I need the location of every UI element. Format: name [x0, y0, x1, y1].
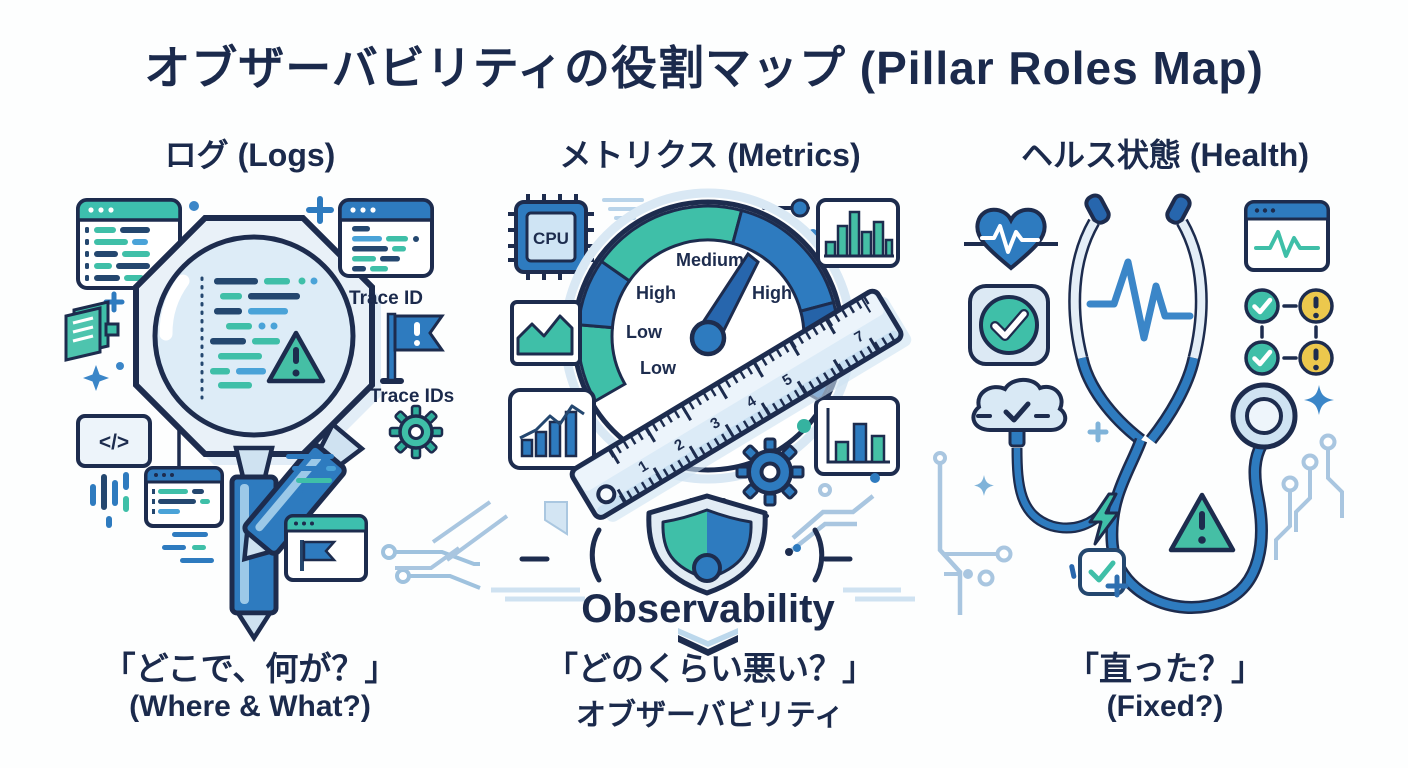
dot	[785, 548, 793, 556]
magnifier-icon	[133, 215, 381, 643]
cpu-chip-icon: CPU	[508, 194, 594, 280]
gear-icon	[388, 404, 444, 460]
ecg-window	[1244, 200, 1330, 272]
status-grid	[1244, 288, 1334, 376]
health-illustration	[944, 193, 1344, 614]
logs-caption-en: (Where & What?)	[129, 690, 371, 723]
metrics-caption-jp: 「どのくらい悪い？」	[545, 650, 875, 687]
metrics-illustration: CPU Medium High High	[508, 188, 912, 522]
logs-column-header: ログ (Logs)	[164, 137, 336, 173]
gauge-label-high-right: High	[752, 283, 792, 303]
logs-caption-jp: 「どこで、何が？」	[102, 650, 398, 687]
plus-sign	[306, 196, 334, 224]
log-book-icon	[64, 300, 120, 362]
shield-icon	[646, 493, 768, 596]
warning-triangle-icon	[1168, 492, 1236, 553]
health-caption-en: (Fixed?)	[1106, 690, 1224, 723]
alert-flag-icon	[380, 312, 445, 384]
circuit-node	[818, 483, 832, 497]
gauge-label-low-upper: Low	[626, 322, 663, 342]
paren-left	[589, 527, 602, 583]
sparkle-icon	[83, 365, 109, 391]
status-check-circle	[1244, 340, 1280, 376]
window-header	[76, 198, 182, 222]
page-title: オブザーバビリティの役割マップ (Pillar Roles Map)	[144, 42, 1264, 94]
gauge-label-high-left: High	[636, 283, 676, 303]
circuit-trace	[381, 544, 481, 590]
equal-lines	[843, 587, 915, 602]
sparkle-icon	[974, 475, 994, 496]
check-badge-icon	[968, 284, 1050, 366]
log-lines	[352, 226, 419, 272]
text-dashes	[286, 454, 336, 495]
log-lines	[85, 227, 150, 281]
lightning-icon	[1088, 492, 1120, 546]
observability-center: Observability	[395, 451, 963, 656]
warning-triangle-icon	[266, 330, 326, 384]
trace-ids-label: Trace IDs	[370, 386, 455, 407]
health-caption-jp: 「直った？」	[1066, 650, 1264, 687]
checkbox-plus-icon	[1069, 548, 1129, 598]
page-shape	[544, 501, 568, 536]
gauge-hub	[689, 319, 727, 357]
circuit-node	[933, 451, 947, 465]
area-chart-icon	[510, 300, 582, 366]
health-column-header: ヘルス状態 (Health)	[1020, 137, 1309, 173]
metrics-column-header: メトリクス (Metrics)	[559, 137, 861, 173]
magnifier-handle-diagonal	[241, 420, 366, 563]
metrics-caption-sub: オブザーバビリティ	[576, 699, 844, 732]
flag-window	[284, 514, 368, 582]
observability-label: Observability	[581, 587, 835, 631]
ruler-icon: 1 2 3 4 5 7	[569, 288, 912, 522]
dot	[797, 419, 811, 433]
flag-glyph	[302, 540, 337, 562]
circuit-trace	[944, 545, 1013, 587]
dot	[870, 473, 880, 483]
small-log-window	[144, 466, 224, 528]
gauge-label-low-lower: Low	[640, 358, 677, 378]
trace-window	[338, 198, 434, 278]
dot	[793, 544, 801, 552]
code-glyph: </>	[99, 431, 129, 454]
code-window: </>	[76, 414, 152, 468]
stethoscope-icon	[1068, 193, 1298, 614]
chevron-down-icon	[678, 628, 738, 656]
signal-bars	[90, 472, 129, 528]
glass-highlight	[159, 274, 190, 341]
heart-pulse-icon	[964, 207, 1058, 271]
bar-chart-axis-icon	[814, 396, 900, 476]
cpu-label: CPU	[533, 229, 569, 248]
sparkle-icon	[1304, 385, 1334, 415]
text-dashes	[162, 532, 214, 563]
circuit-trace	[395, 500, 509, 570]
magnified-log-lines	[210, 277, 318, 389]
gauge-label-medium: Medium	[676, 250, 744, 270]
equal-lines	[491, 587, 585, 602]
gear-icon	[735, 437, 805, 507]
paren-right	[812, 527, 825, 583]
plus-sign	[1087, 421, 1109, 443]
combo-chart-icon	[508, 388, 596, 470]
ecg-line	[1086, 258, 1194, 342]
dot	[116, 362, 124, 370]
status-check-circle	[1244, 288, 1280, 324]
circuit-trace	[785, 462, 963, 615]
trace-id-label: Trace ID	[349, 288, 423, 309]
bar-chart-icon	[816, 198, 900, 268]
logs-illustration: Trace ID Trace IDs </>	[64, 196, 481, 643]
dot	[189, 201, 199, 211]
circuit-trace	[1274, 433, 1344, 560]
